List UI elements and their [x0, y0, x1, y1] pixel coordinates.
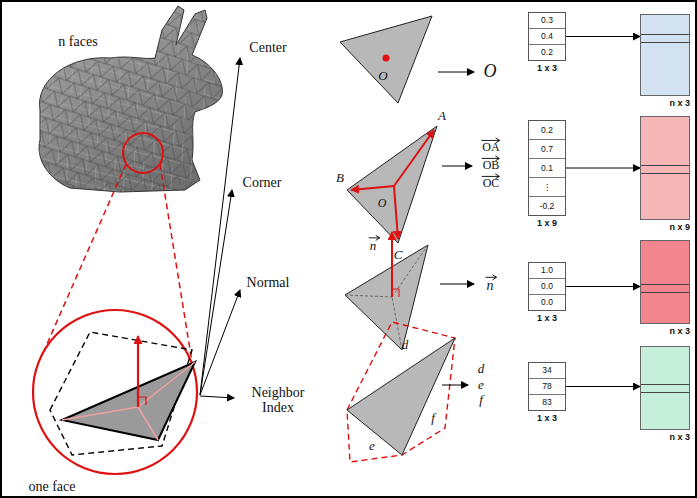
row-arrows [438, 72, 474, 385]
vector-arrow [481, 173, 502, 179]
face-detail [50, 332, 195, 455]
edge-label: e [369, 439, 375, 453]
dimension-label: 1 x 3 [528, 413, 566, 423]
dimension-label: 1 x 9 [528, 218, 566, 228]
feature-matrix: n x 3 [640, 240, 690, 336]
row-line [641, 173, 689, 174]
feature-name: Corner [243, 175, 282, 190]
edge-label: e [478, 378, 484, 392]
feature-matrix: n x 3 [640, 14, 690, 108]
row-line [641, 392, 689, 393]
dimension-label: n x 9 [640, 222, 690, 232]
zoom-circle [123, 133, 163, 173]
neighbor-triangle [347, 322, 455, 462]
feature-matrix: n x 3 [640, 346, 690, 442]
vector-cells: 0.30.40.2 [528, 12, 566, 61]
edge-label: f [479, 393, 483, 407]
vector-cell: 0.2 [529, 121, 565, 140]
vector-cells: 0.20.70.1⋮-0.2 [528, 120, 566, 216]
row-line [641, 34, 689, 35]
caption-label: one face [28, 479, 75, 494]
edge-label: d [478, 362, 485, 376]
vector-symbol: OA [482, 141, 499, 154]
dimension-label: n x 3 [640, 98, 690, 108]
symbol: O [484, 62, 497, 82]
vector-cell: 78 [529, 379, 565, 395]
row-line [641, 292, 689, 293]
vector-symbol: n [370, 239, 377, 253]
vector-symbol: OC [483, 177, 500, 190]
feature-vector: 1.00.00.01 x 3 [528, 262, 566, 323]
vertex-label: B [336, 171, 344, 185]
dimension-label: n x 3 [640, 432, 690, 442]
feature-matrix: n x 9 [640, 116, 690, 232]
vector-cells: 347883 [528, 362, 566, 411]
row-line [641, 42, 689, 43]
dimension-label: n x 3 [640, 326, 690, 336]
edge-label: f [431, 411, 435, 425]
row-line [641, 165, 689, 166]
feature-name: Normal [247, 275, 290, 290]
point-label: O [378, 197, 387, 210]
dimension-label: 1 x 3 [528, 313, 566, 323]
vector-cell: 0.0 [529, 279, 565, 295]
vector-arrow [485, 274, 499, 280]
row-line [641, 384, 689, 385]
vector-cell: 0.2 [529, 45, 565, 60]
row-line [641, 284, 689, 285]
feature-vector: 0.30.40.2 1 x 3 [528, 12, 566, 73]
vector-cell: 0.0 [529, 295, 565, 310]
vector-cell: 34 [529, 363, 565, 379]
face-circle [33, 310, 197, 474]
fan-arrows [200, 58, 240, 398]
matrix-box [640, 240, 690, 324]
vector-cell: ⋮ [529, 178, 565, 197]
vector-cell: 0.7 [529, 140, 565, 159]
vector-cells: 1.00.00.0 [528, 262, 566, 311]
center-triangle [340, 16, 432, 103]
feature-name: Center [249, 40, 286, 55]
feature-vector: 347883 1 x 3 [528, 362, 566, 423]
vector-symbol: n [487, 278, 494, 293]
dimension-label: 1 x 3 [528, 63, 566, 73]
vector-cell: 0.3 [529, 13, 565, 29]
normal-triangle [345, 232, 428, 350]
vector-cell: -0.2 [529, 197, 565, 215]
vector-cell: 83 [529, 395, 565, 410]
vector-arrow [480, 137, 501, 143]
bunny-mesh [20, 0, 240, 200]
matrix-box [640, 116, 690, 220]
vertex-label: A [438, 109, 446, 123]
vertex-label: C [394, 248, 403, 262]
vector-cell: 0.1 [529, 159, 565, 178]
feature-vector: 0.20.70.1⋮-0.2 1 x 9 [528, 120, 566, 228]
vector-cell: 0.4 [529, 29, 565, 45]
feature-name: Neighbor Index [238, 385, 318, 416]
vector-symbol: OB [483, 159, 500, 172]
matrix-box [640, 346, 690, 430]
vector-arrow [481, 155, 502, 161]
caption-label: n faces [58, 34, 97, 49]
vector-arrow [368, 235, 382, 241]
edge-label: d [402, 338, 409, 352]
matrix-box [640, 14, 690, 96]
point-label: O [378, 69, 387, 83]
vector-cell: 1.0 [529, 263, 565, 279]
corner-triangle [347, 126, 437, 243]
